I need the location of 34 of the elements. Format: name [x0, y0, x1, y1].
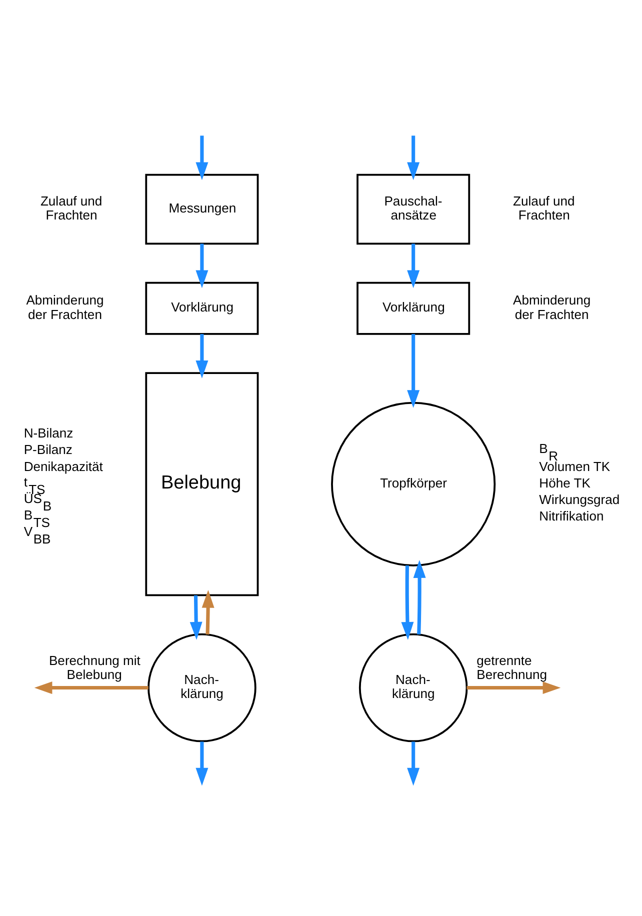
node-box: Vorklärung	[356, 282, 470, 335]
arrow	[407, 334, 420, 408]
node-box: Messungen	[145, 174, 259, 245]
arrow	[196, 334, 208, 378]
node-label: Höhe TK	[539, 475, 590, 490]
node-label: Nitrifikation	[539, 508, 604, 524]
arrow	[190, 595, 202, 640]
node-label: P-Bilanz	[24, 442, 72, 458]
node-box: Vorklärung	[145, 282, 259, 335]
arrow	[196, 244, 208, 288]
node-box: Pauschal- ansätze	[356, 174, 470, 245]
arrow	[466, 682, 561, 694]
arrow	[413, 560, 426, 635]
node-label: Abminderung der Frachten	[26, 292, 104, 322]
arrow	[202, 590, 214, 634]
arrow	[407, 244, 420, 288]
node-label: Berechnung mit Belebung	[48, 652, 140, 682]
node-label: Zulauf und Frachten	[513, 193, 575, 223]
node-circle: Nach- klärung	[358, 633, 468, 742]
node-circle: Nach- klärung	[148, 633, 256, 742]
node-label: Denikapazität	[24, 458, 103, 474]
node-label: Abminderung der Frachten	[513, 292, 591, 322]
node-circle: Tropfkörper	[331, 402, 496, 566]
arrow	[196, 136, 208, 180]
arrow	[196, 742, 208, 786]
node-label: Wirkungsgrad	[539, 492, 620, 508]
node-label: Zulauf und Frachten	[40, 193, 102, 223]
arrow	[407, 742, 420, 786]
arrow	[401, 565, 414, 640]
node-label: N-Bilanz	[24, 426, 74, 441]
node-box: Belebung	[145, 372, 259, 596]
node-label: getrennte Berechnung	[476, 652, 548, 682]
arrow	[34, 682, 148, 694]
arrow	[407, 136, 420, 180]
